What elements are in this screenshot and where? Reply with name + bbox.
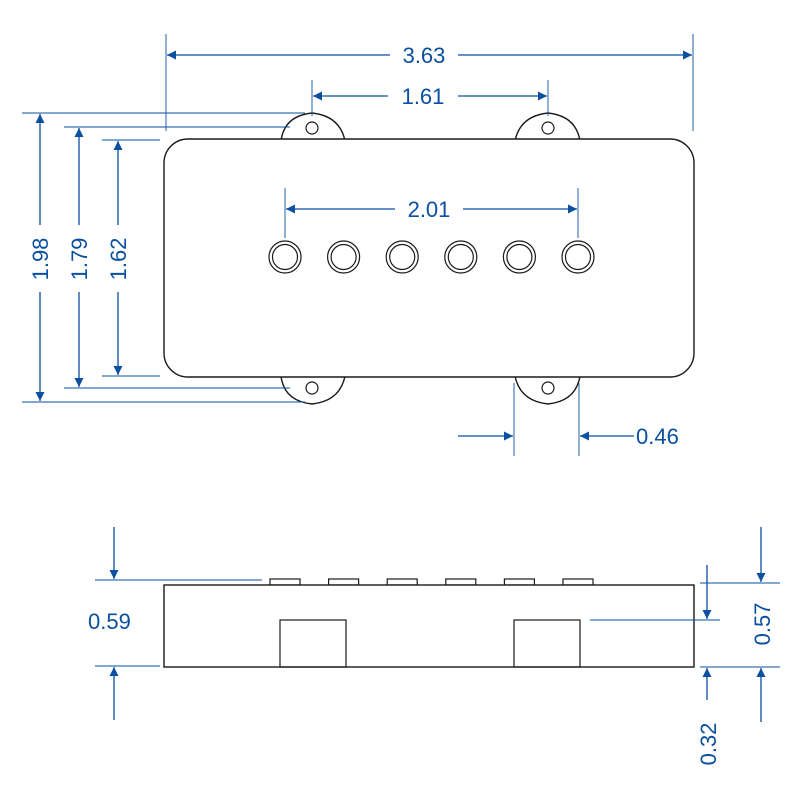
dim-label-0-57: 0.57 [750, 603, 775, 646]
pole-top-side-2 [328, 578, 360, 586]
mounting-hole-top-left [305, 121, 319, 135]
side-view: 0.59 0.57 0.32 [88, 527, 780, 765]
pole-piece-6 [561, 240, 595, 274]
pole-tops-side [269, 578, 594, 586]
pole-piece-inner-1 [271, 243, 299, 271]
pickup-body-top [163, 138, 695, 378]
pole-top-side-5 [503, 578, 535, 586]
pole-piece-inner-5 [506, 243, 533, 271]
mounting-ear-top-left [280, 112, 346, 142]
dim-tab-width: 0.46 [458, 424, 679, 449]
pole-piece-inner-3 [389, 243, 416, 271]
pole-piece-1 [268, 240, 302, 274]
dim-label-0-46: 0.46 [636, 424, 679, 449]
dim-label-3-63: 3.63 [403, 43, 446, 68]
pole-piece-inner-4 [447, 243, 474, 271]
dim-overall-width: 3.63 [167, 43, 692, 68]
pole-top-side-6 [562, 578, 594, 586]
dim-height-right: 0.57 [750, 527, 775, 722]
dim-label-2-01: 2.01 [408, 197, 451, 222]
dim-label-1-79: 1.79 [67, 238, 92, 281]
mounting-hole-bottom-left [305, 381, 319, 395]
pole-top-side-3 [386, 578, 418, 586]
mounting-ears [280, 112, 581, 405]
pole-pieces [268, 240, 595, 274]
foot-right [513, 619, 581, 668]
dim-label-1-98: 1.98 [28, 238, 53, 281]
pole-piece-3 [385, 240, 419, 274]
pole-piece-2 [327, 240, 361, 274]
pole-top-side-4 [445, 578, 477, 586]
pole-piece-inner-2 [330, 243, 357, 271]
mounting-ear-bottom-right [514, 375, 581, 405]
pole-piece-4 [444, 240, 478, 274]
top-view: 3.63 1.61 2.01 1.98 1.79 1.62 [22, 34, 695, 456]
mounting-ear-top-right [514, 112, 581, 142]
extension-lines-top [22, 34, 694, 456]
dim-height-left: 0.59 [88, 527, 131, 720]
dim-label-1-61: 1.61 [402, 84, 445, 109]
pole-piece-inner-6 [564, 243, 592, 271]
dim-mount-spacing: 1.61 [313, 84, 547, 109]
mounting-hole-bottom-right [541, 381, 555, 395]
dim-label-0-32: 0.32 [696, 723, 721, 766]
extension-lines-side [95, 579, 780, 668]
dim-label-0-59: 0.59 [88, 609, 131, 634]
dim-height-inner: 1.62 [106, 141, 131, 375]
pickup-body-side [163, 584, 695, 668]
pole-piece-5 [502, 240, 537, 274]
dim-height-mid: 1.79 [67, 128, 92, 387]
dim-label-1-62: 1.62 [106, 238, 131, 281]
mounting-ear-bottom-left [280, 375, 346, 405]
dim-pole-spacing: 2.01 [286, 197, 577, 222]
pole-top-side-1 [269, 578, 301, 586]
dim-foot-height: 0.32 [696, 565, 721, 765]
foot-left [279, 619, 347, 668]
mounting-hole-top-right [541, 121, 555, 135]
dim-height-outer: 1.98 [28, 114, 53, 401]
